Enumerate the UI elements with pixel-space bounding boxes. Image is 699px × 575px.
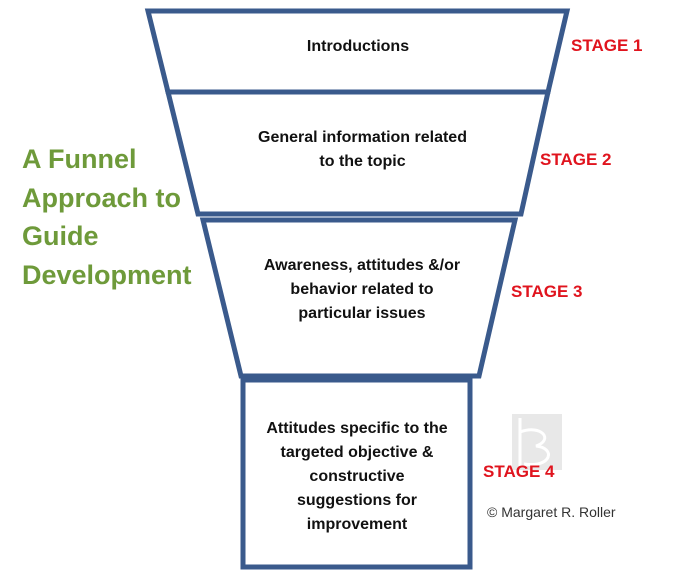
- funnel-section-3: [199, 217, 519, 379]
- copyright-notice: © Margaret R. Roller: [487, 504, 616, 520]
- stage-1-text: Introductions: [306, 38, 410, 55]
- funnel-section-4: [240, 377, 473, 570]
- stage-4-label: STAGE 4: [483, 462, 555, 481]
- logo-watermark-icon: [512, 414, 562, 470]
- stage-4-text: Attitudes specific to the targeted objec…: [266, 420, 448, 533]
- stage-2-text: General information related to the topic: [258, 129, 467, 170]
- stage-1-label: STAGE 1: [571, 36, 643, 55]
- stage-2-label: STAGE 2: [540, 150, 612, 169]
- stage-3-text: Awareness, attitudes &/or behavior relat…: [263, 257, 461, 322]
- stage-3-label: STAGE 3: [511, 282, 583, 301]
- funnel-section-2: [164, 89, 552, 217]
- diagram-title: A Funnel Approach to Guide Development: [22, 144, 192, 290]
